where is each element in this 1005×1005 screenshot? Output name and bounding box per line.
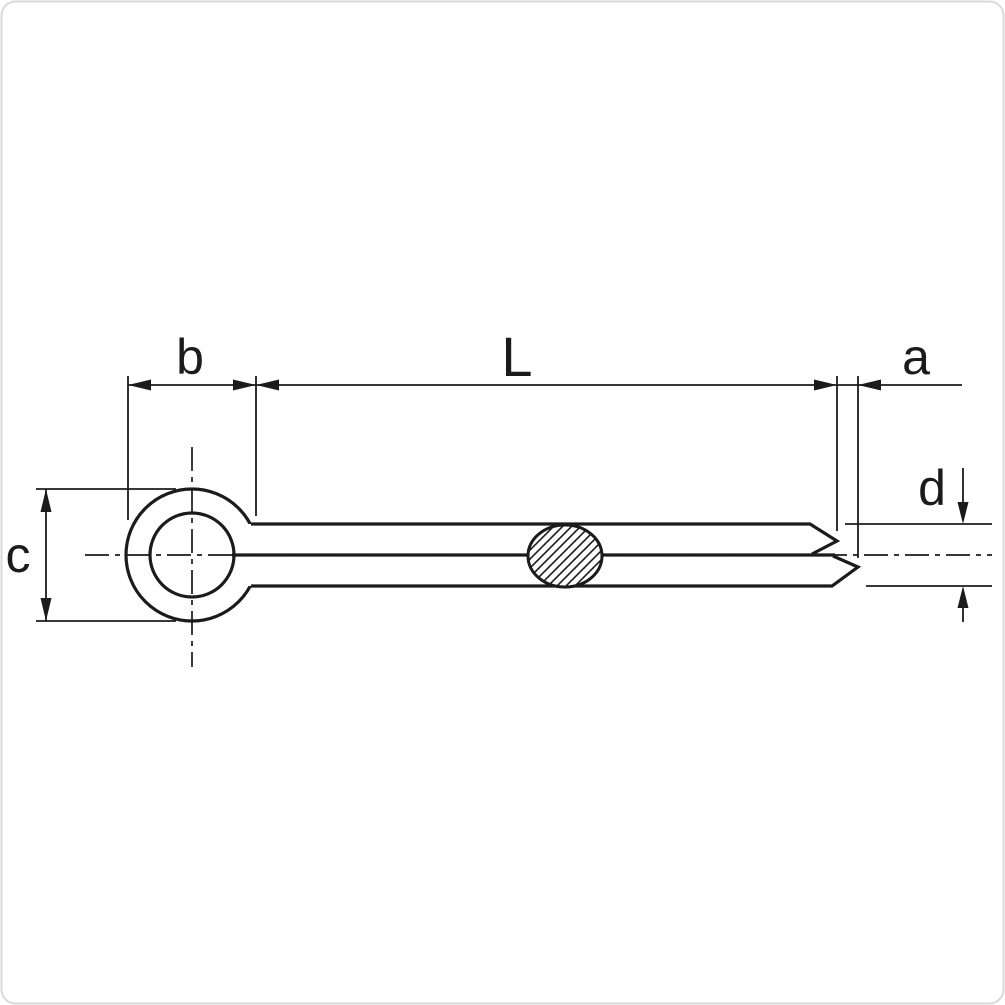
arrow-d-top [957, 502, 969, 524]
arrow-L-left [256, 379, 279, 391]
dim-label-b: b [176, 329, 204, 385]
arrow-c-bottom [40, 598, 52, 621]
section-hatch-ellipse [526, 523, 604, 589]
cross-section-symbol [526, 523, 604, 589]
lower-tine-edge [251, 554, 862, 588]
arrow-b-left [128, 379, 151, 391]
arrow-d-bottom [957, 586, 969, 608]
arrow-a-left [858, 379, 881, 391]
upper-tine-edge [251, 522, 841, 556]
arrow-c-top [40, 489, 52, 512]
dimension-arrowheads [40, 379, 969, 621]
dim-label-d: d [918, 460, 946, 516]
dim-label-a: a [902, 329, 930, 385]
dim-label-c: c [6, 527, 31, 583]
arrow-b-right [233, 379, 256, 391]
dim-label-L: L [501, 325, 532, 388]
arrow-L-right [814, 379, 837, 391]
